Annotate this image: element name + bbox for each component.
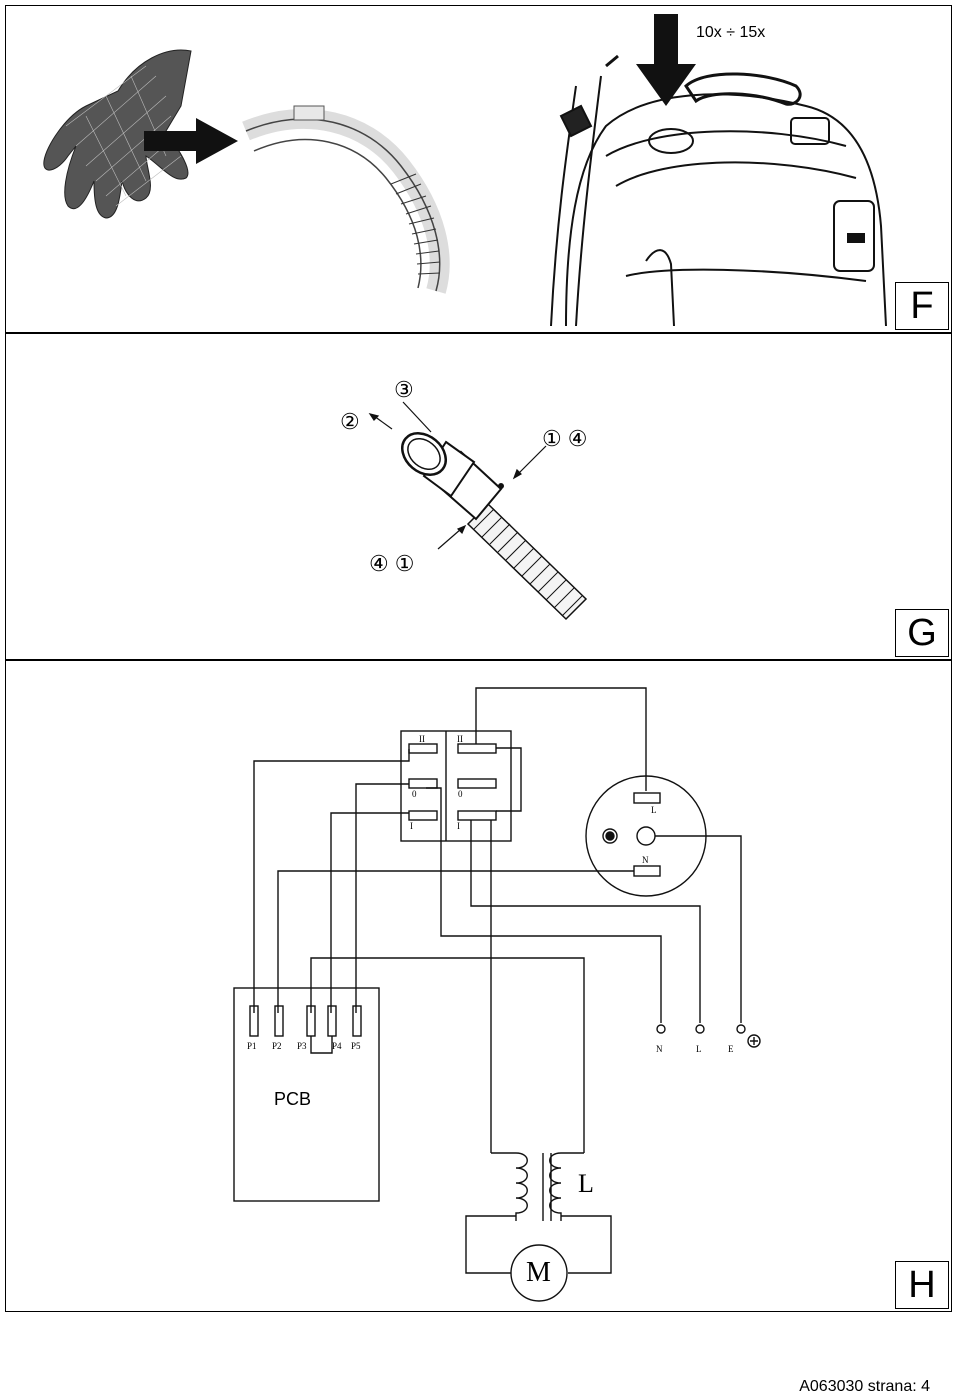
pcb-pin-p2: P2 bbox=[272, 1041, 282, 1051]
pcb-label: PCB bbox=[274, 1089, 312, 1109]
callout-3: ③ bbox=[394, 377, 414, 402]
switch-label-0-left: 0 bbox=[412, 789, 417, 799]
inductor-right bbox=[549, 1152, 584, 1221]
pcb-pin-p4: P4 bbox=[332, 1041, 342, 1051]
terminal-label-n: N bbox=[656, 1044, 663, 1054]
panel-letter-g: G bbox=[895, 609, 949, 657]
switch-block bbox=[400, 730, 512, 842]
pcb-board bbox=[233, 987, 380, 1202]
callout-4-1: ④① bbox=[369, 551, 421, 576]
motor bbox=[510, 1244, 568, 1302]
panel-letter-f: F bbox=[895, 282, 949, 330]
pcb-pin-p1: P1 bbox=[247, 1041, 257, 1051]
switch-label-0-right: 0 bbox=[458, 789, 463, 799]
switch-label-i-right: I bbox=[457, 821, 460, 831]
press-arrow bbox=[636, 14, 696, 106]
panel-letter-h: H bbox=[895, 1261, 949, 1309]
callout-pointers bbox=[368, 401, 547, 550]
page-footer: A063030 strana: 4 bbox=[799, 1378, 930, 1395]
callout-1-4: ①④ bbox=[542, 426, 594, 451]
panel-h: II II 0 0 I I L N P1 P2 P3 P4 P5 PCB N L… bbox=[5, 660, 952, 1312]
push-arrow bbox=[144, 118, 238, 164]
socket-label-n: N bbox=[642, 855, 649, 865]
wiring-diagram bbox=[233, 687, 761, 1302]
hose-connector-illustration bbox=[401, 432, 588, 621]
callout-2: ② bbox=[340, 409, 360, 434]
hand-illustration bbox=[43, 49, 192, 219]
hose-illustration bbox=[242, 105, 450, 294]
coil-label: L bbox=[578, 1169, 594, 1198]
socket-label-l: L bbox=[651, 805, 657, 815]
pcb-pin-p3: P3 bbox=[297, 1041, 307, 1051]
vacuum-illustration bbox=[550, 54, 887, 327]
repeat-count-label: 10x ÷ 15x bbox=[696, 24, 766, 41]
terminal-label-e: E bbox=[728, 1044, 734, 1054]
inductor-left bbox=[491, 1152, 528, 1221]
illustration-f bbox=[43, 14, 887, 327]
motor-label: M bbox=[526, 1257, 551, 1288]
illustration-g bbox=[368, 401, 588, 621]
switch-label-ii-right: II bbox=[457, 734, 463, 744]
panel-f: 10x ÷ 15x F bbox=[5, 5, 952, 333]
switch-label-i-left: I bbox=[410, 821, 413, 831]
pcb-pin-p5: P5 bbox=[351, 1041, 361, 1051]
switch-label-ii-left: II bbox=[419, 734, 425, 744]
terminal-label-l: L bbox=[696, 1044, 702, 1054]
panel-g: ② ③ ①④ ④① G bbox=[5, 333, 952, 660]
